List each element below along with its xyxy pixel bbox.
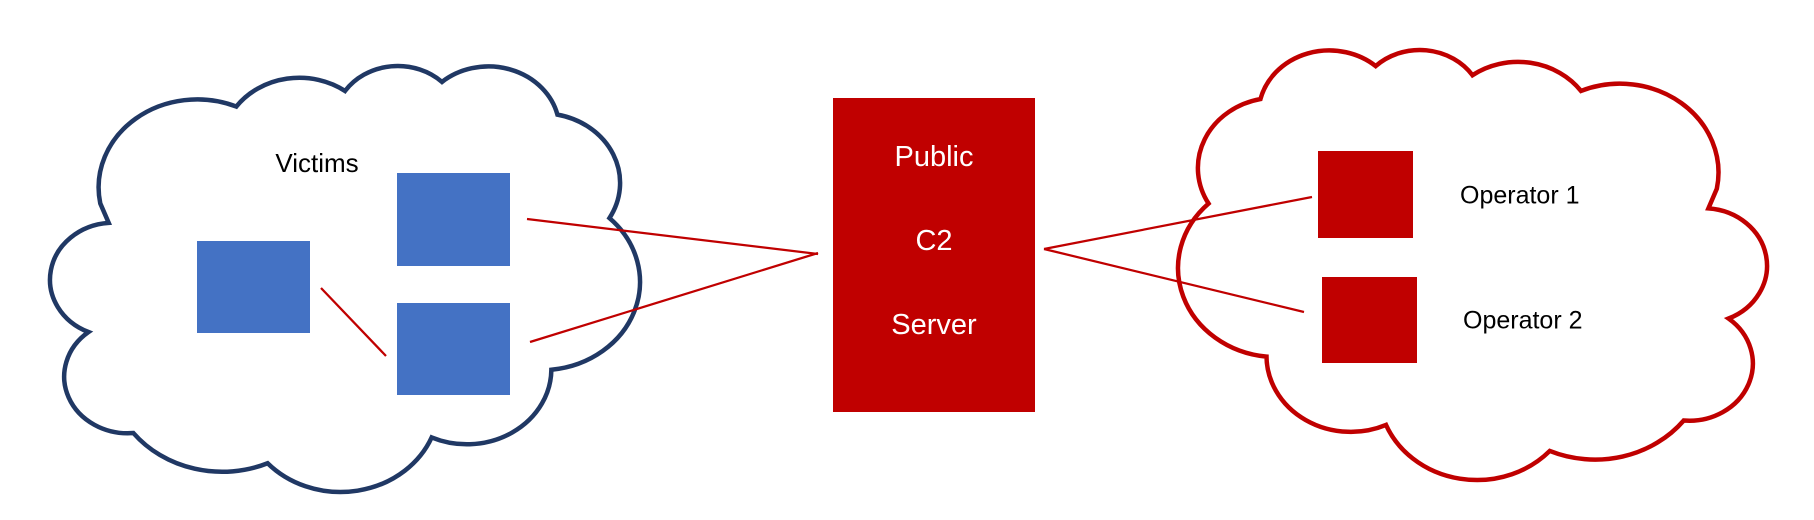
victim-node-2 [397, 173, 510, 266]
operator-node-1 [1318, 151, 1413, 238]
operator-1-label: Operator 1 [1460, 181, 1580, 210]
c2-operator-link-1 [1043, 195, 1313, 251]
victim-victim-link [320, 287, 387, 357]
c2-server-label: Public C2 Server [833, 98, 1035, 412]
c2-label-line-2: C2 [915, 225, 953, 257]
operator-2-label: Operator 2 [1463, 306, 1583, 335]
victim-c2-link-2 [529, 251, 819, 344]
c2-label-line-1: Public [894, 141, 974, 173]
operator-node-2 [1322, 277, 1417, 363]
c2-label-line-3: Server [891, 309, 977, 341]
c2-operator-link-2 [1043, 247, 1305, 314]
victim-c2-link-1 [526, 217, 819, 256]
victim-node-1 [197, 241, 310, 333]
c2-server-box [833, 98, 1035, 412]
victim-node-3 [397, 303, 510, 395]
victims-cloud [50, 66, 640, 492]
victims-label: Victims [275, 148, 359, 178]
operators-cloud [1178, 50, 1767, 480]
